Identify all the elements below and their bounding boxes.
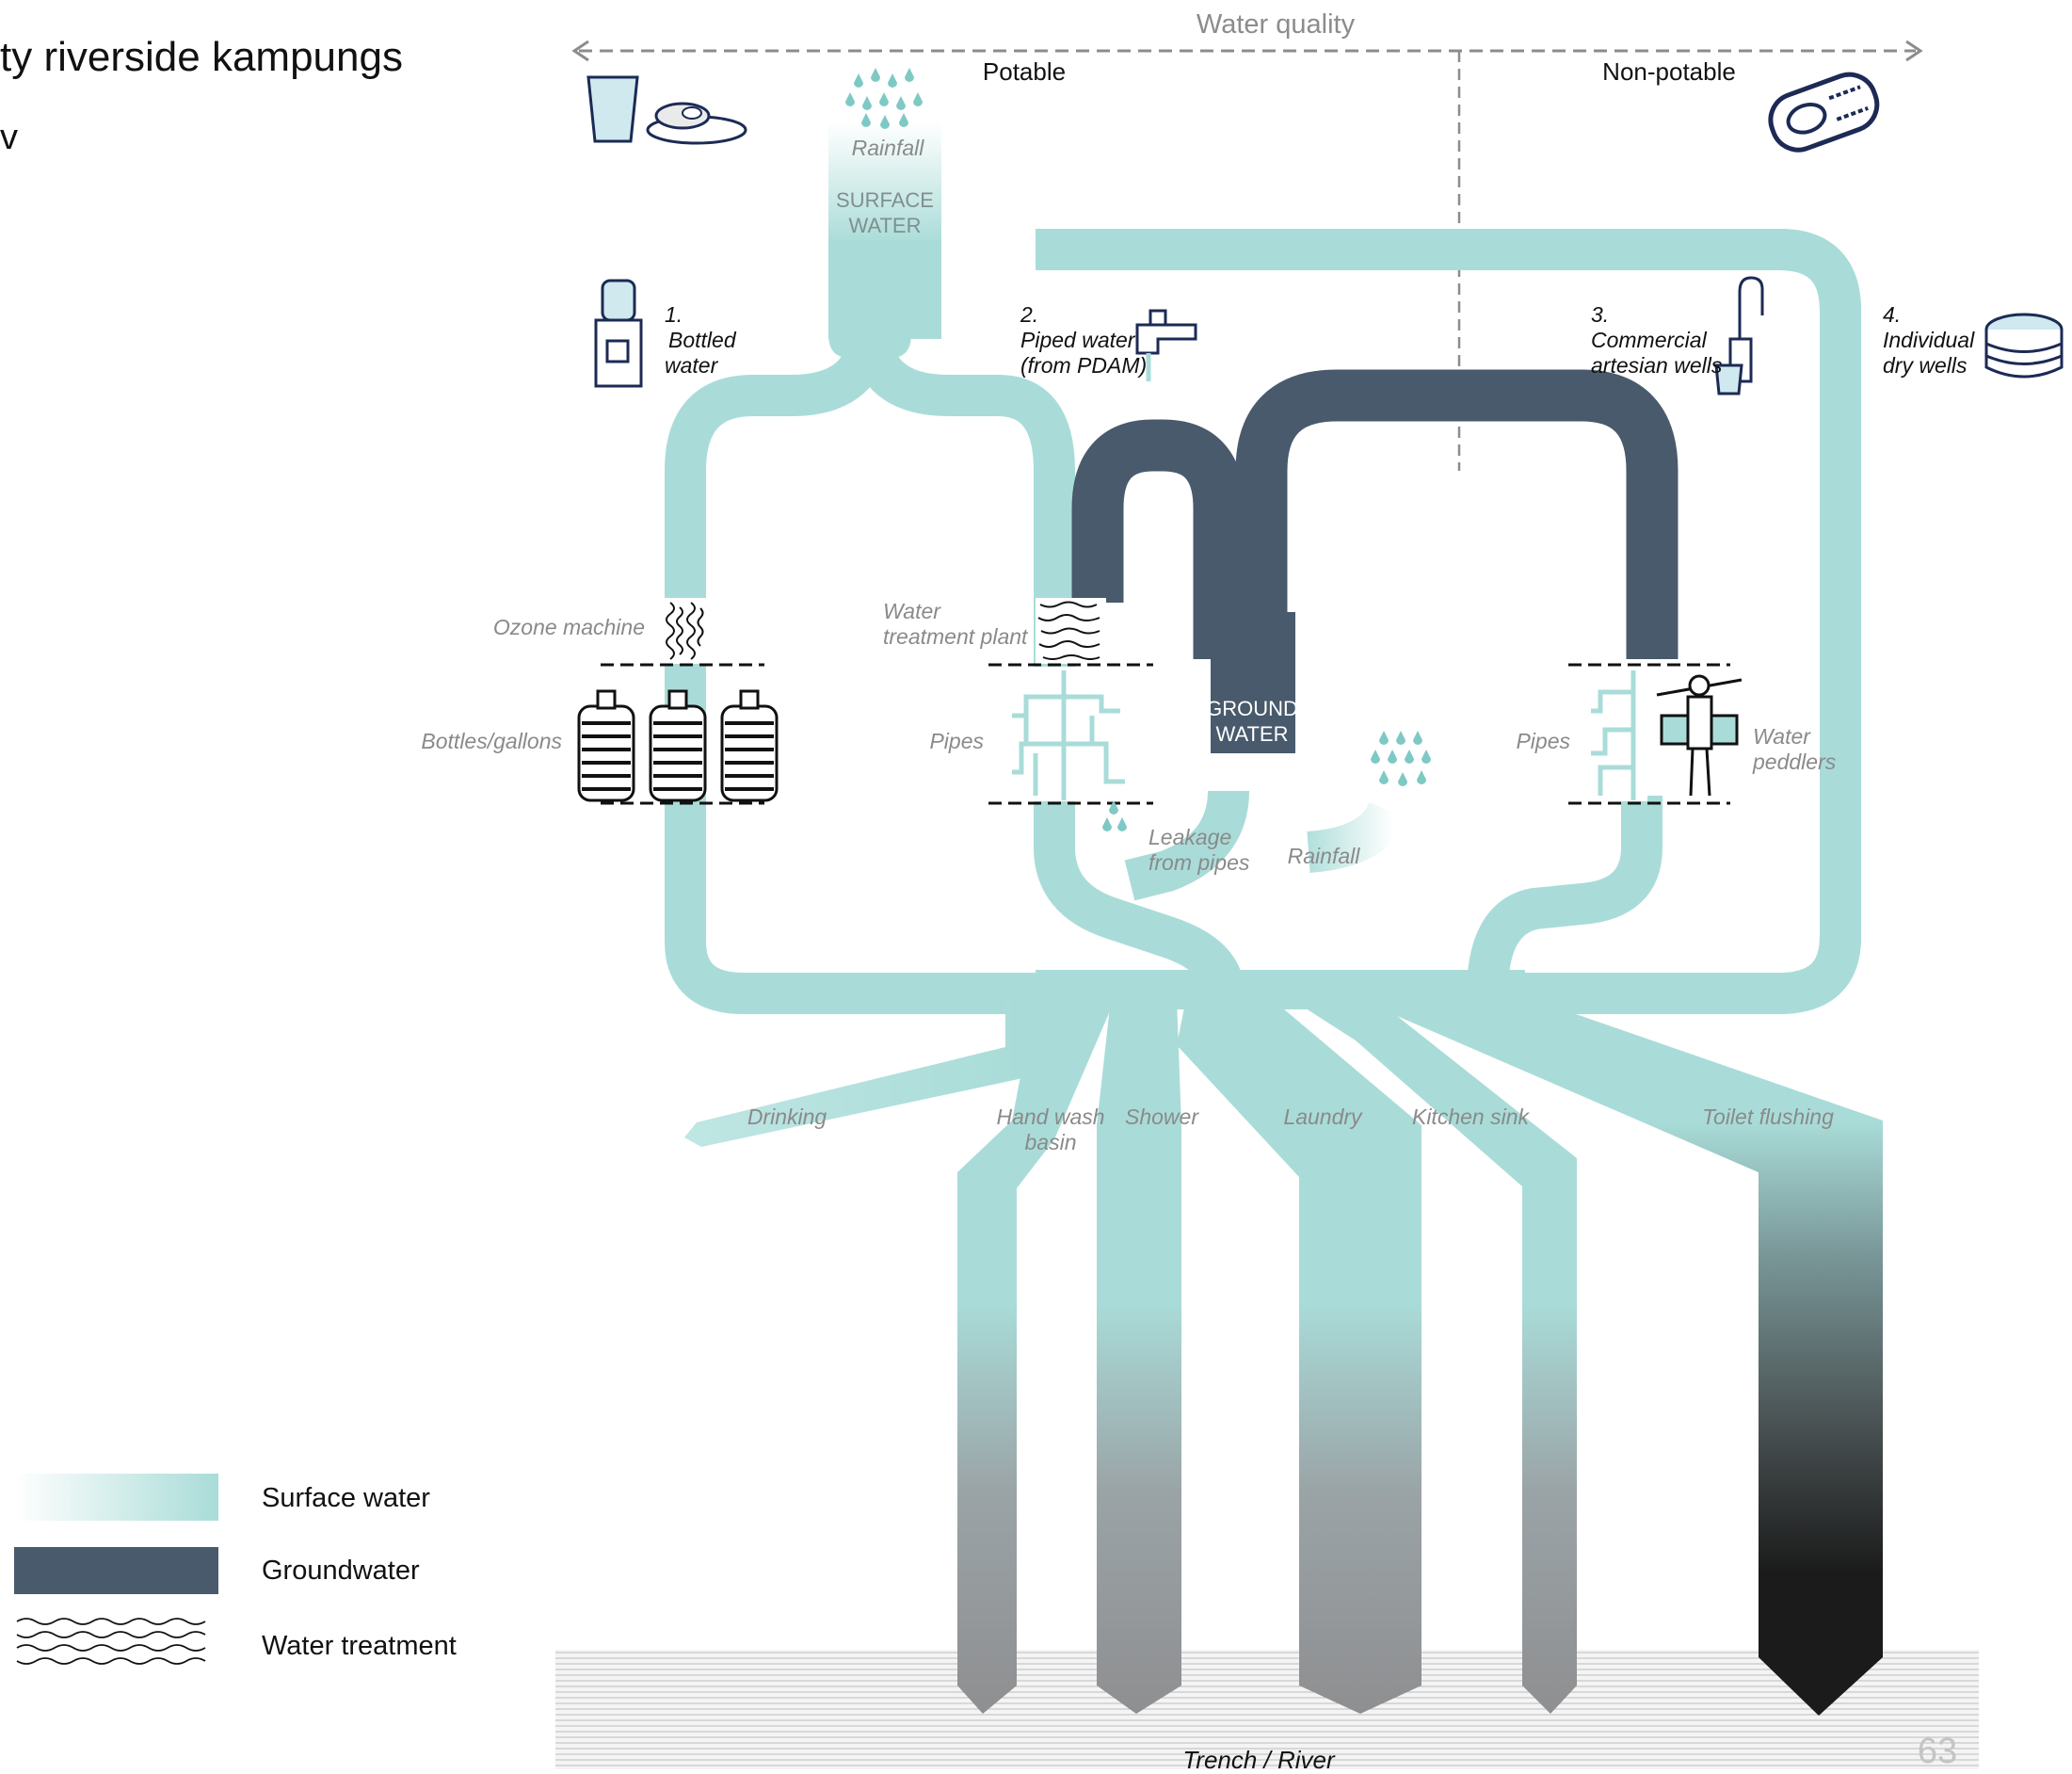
pipes-network-left-icon bbox=[1007, 667, 1130, 801]
axis-right-label: Non-potable bbox=[1602, 57, 1736, 86]
axis-title: Water quality bbox=[1197, 9, 1356, 40]
source-1-number: 1. bbox=[665, 302, 683, 327]
source-2-line1: Piped water bbox=[1020, 328, 1136, 352]
treatment-dividers bbox=[601, 663, 1730, 805]
groundwater-flows bbox=[1071, 369, 1678, 659]
rainfall-drops-icon bbox=[845, 68, 923, 129]
surface-water-flows bbox=[665, 229, 1861, 1014]
hand-pump-icon bbox=[1714, 276, 1764, 395]
kitchen-drain bbox=[1290, 998, 1577, 1714]
source-4-number: 4. bbox=[1883, 302, 1901, 327]
use-laundry-label: Laundry bbox=[1283, 1105, 1363, 1129]
water-dispenser-icon bbox=[594, 279, 643, 388]
legend-treatment-label: Water treatment bbox=[262, 1631, 457, 1661]
ground-water-label-2: WATER bbox=[1216, 722, 1289, 746]
ground-rainfall-label: Rainfall bbox=[1288, 844, 1361, 868]
surface-water-label: SURFACE bbox=[836, 188, 934, 212]
use-handwash-label-2: basin bbox=[1025, 1130, 1077, 1154]
source-1-line2: water bbox=[665, 353, 719, 378]
leakage-label-2: from pipes bbox=[1148, 850, 1250, 875]
handwash-drain bbox=[957, 998, 1116, 1714]
source-3-line1: Commercial bbox=[1591, 328, 1708, 352]
tap-icon bbox=[1135, 309, 1197, 381]
toilet-drain bbox=[1356, 998, 1883, 1716]
source-2-number: 2. bbox=[1020, 302, 1038, 327]
pipes-network-right-icon bbox=[1582, 667, 1647, 801]
bottles-gallons-icon bbox=[577, 689, 779, 802]
axis-left-label: Potable bbox=[983, 57, 1066, 86]
drinking-branch bbox=[684, 998, 1045, 1147]
page-number: 63 bbox=[1918, 1732, 1957, 1769]
use-shower-label: Shower bbox=[1125, 1105, 1199, 1129]
rainfall-recharge bbox=[1306, 800, 1408, 873]
trench-river-area bbox=[555, 1650, 1979, 1769]
use-toilet-flushing-label: Toilet flushing bbox=[1702, 1105, 1834, 1129]
pipes-right-label: Pipes bbox=[1516, 729, 1570, 753]
use-branches bbox=[684, 998, 1883, 1716]
leakage-label: Leakage bbox=[1148, 825, 1231, 849]
axis-right-arrow bbox=[1905, 40, 1923, 62]
page-title: ty riverside kampungs bbox=[0, 34, 403, 80]
rainfall-top-label: Rainfall bbox=[852, 136, 925, 160]
use-drinking-label: Drinking bbox=[747, 1105, 827, 1129]
drinking-glass-icon bbox=[586, 75, 747, 145]
use-handwash-label: Hand wash bbox=[996, 1105, 1104, 1129]
dry-well-icon bbox=[1984, 313, 2064, 379]
legend-groundwater-label: Groundwater bbox=[262, 1556, 420, 1586]
treatment-plant-label: Water bbox=[883, 599, 941, 623]
treatment-plant-block bbox=[1036, 598, 1106, 664]
legend-surface-label: Surface water bbox=[262, 1483, 430, 1513]
ground-water-label: GROUND bbox=[1206, 697, 1298, 720]
pipes-left-label: Pipes bbox=[929, 729, 984, 753]
ground-rainfall-drops-icon bbox=[1371, 731, 1431, 786]
source-4-line1: Individual bbox=[1883, 328, 1975, 352]
axis-left-arrow bbox=[571, 40, 589, 62]
shower-drain bbox=[1097, 998, 1181, 1714]
use-kitchen-sink-label: Kitchen sink bbox=[1412, 1105, 1531, 1129]
surface-water-label-2: WATER bbox=[849, 214, 922, 237]
groundwater-block bbox=[1211, 612, 1295, 753]
source-4-line2: dry wells bbox=[1883, 353, 1968, 378]
laundry-drain bbox=[1177, 998, 1421, 1714]
legend-surface-swatch bbox=[14, 1474, 218, 1521]
water-peddlers-label: Water bbox=[1753, 724, 1811, 749]
source-3-line2: artesian wells bbox=[1591, 353, 1723, 378]
source-3-number: 3. bbox=[1591, 302, 1609, 327]
toilet-pan-icon bbox=[1768, 72, 1880, 153]
legend-groundwater-swatch bbox=[14, 1547, 218, 1594]
legend: Surface water Groundwater Water treatmen… bbox=[14, 1474, 457, 1665]
treatment-plant-label-2: treatment plant bbox=[883, 624, 1029, 649]
leakage-drops-icon bbox=[1102, 800, 1127, 831]
water-peddlers-label-2: peddlers bbox=[1752, 750, 1837, 774]
legend-treatment-swatch bbox=[16, 1618, 206, 1665]
trench-river-label: Trench / River bbox=[1182, 1746, 1336, 1769]
water-peddler-icon bbox=[1656, 674, 1743, 797]
ozone-machine-block bbox=[665, 598, 706, 664]
page-subtitle: v bbox=[0, 118, 18, 157]
bottles-gallons-label: Bottles/gallons bbox=[421, 729, 562, 753]
source-1-line1: Bottled bbox=[668, 328, 737, 352]
source-2-line2: (from PDAM) bbox=[1020, 353, 1147, 378]
ozone-machine-label: Ozone machine bbox=[493, 615, 645, 639]
